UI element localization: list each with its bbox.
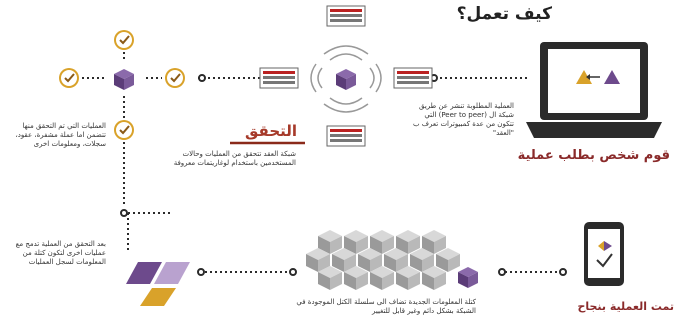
- block-cube-icon: [336, 69, 356, 90]
- phone-icon: [584, 222, 624, 286]
- block-formed-desc: بعد التحقق من العملية تدمج مع عمليات اخر…: [15, 240, 106, 266]
- step-complete-label: تمت العملية بنجاح: [577, 300, 674, 313]
- verify-heading: التحقق: [245, 122, 298, 140]
- merged-block-icon: [126, 262, 190, 306]
- verified-items-desc: العمليات التي تم التحقق منها تتضمن اما ع…: [15, 122, 106, 148]
- laptop-icon: [526, 42, 662, 138]
- verify-desc: شبكة العقد تتحقق من العمليات وحالات المس…: [173, 150, 296, 167]
- step-request-label: قوم شخص بطلب عملية: [517, 148, 670, 163]
- step-broadcast-text: العملية المطلوبة تنشر عن طريق شبكة ال (P…: [412, 102, 514, 137]
- chain-append-desc: كتلة المعلومات الجديدة تضاف الى سلسلة ال…: [296, 298, 476, 315]
- chain-cubes-icon: [306, 230, 478, 290]
- diagram-title: كيف تعمل؟: [456, 4, 552, 24]
